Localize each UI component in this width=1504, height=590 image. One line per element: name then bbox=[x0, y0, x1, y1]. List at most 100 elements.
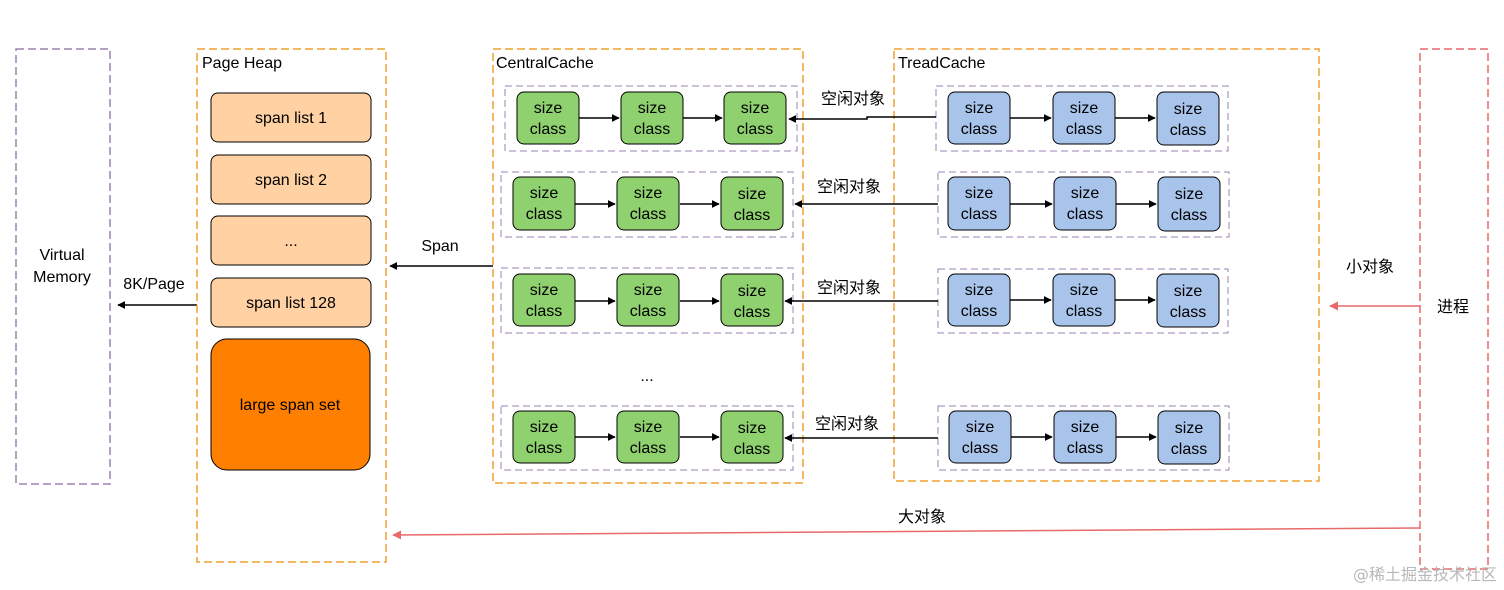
svg-text:size: size bbox=[530, 419, 559, 436]
svg-text:size: size bbox=[965, 282, 994, 299]
size-class-box: size class bbox=[616, 273, 680, 327]
svg-text:class: class bbox=[630, 206, 666, 223]
svg-text:class: class bbox=[734, 441, 770, 458]
span-list-label: span list 2 bbox=[255, 172, 327, 189]
central-cache-title: CentralCache bbox=[496, 55, 594, 72]
span-label: Span bbox=[421, 238, 458, 255]
svg-text:size: size bbox=[741, 100, 770, 117]
size-class-box: size class bbox=[947, 176, 1011, 231]
thread-cache-box: TreadCache bbox=[893, 48, 1320, 482]
svg-text:size: size bbox=[966, 419, 995, 436]
svg-text:size: size bbox=[1174, 283, 1203, 300]
watermark: @稀土掘金技术社区 bbox=[1353, 565, 1497, 584]
large-span-set-label: large span set bbox=[240, 397, 341, 414]
svg-text:size: size bbox=[634, 419, 663, 436]
thread-size-class-row: size class size class size class bbox=[935, 85, 1229, 152]
span-list-item: span list 128 bbox=[210, 277, 372, 328]
svg-text:size: size bbox=[1070, 282, 1099, 299]
thread-size-class-row: size class size class size class bbox=[937, 405, 1230, 471]
svg-text:size: size bbox=[530, 185, 559, 202]
central-cache-ellipsis: ... bbox=[640, 368, 653, 385]
svg-text:size: size bbox=[738, 186, 767, 203]
size-class-box: size class bbox=[720, 273, 784, 327]
span-list-label: ... bbox=[284, 233, 297, 250]
svg-text:size: size bbox=[634, 282, 663, 299]
svg-text:class: class bbox=[737, 121, 773, 138]
large-object-arrow bbox=[392, 527, 1421, 540]
span-list-item: span list 2 bbox=[210, 154, 372, 205]
svg-text:size: size bbox=[738, 283, 767, 300]
size-class-box: size class bbox=[512, 176, 576, 231]
size-class-box: size class bbox=[616, 176, 680, 231]
svg-text:size: size bbox=[530, 282, 559, 299]
svg-text:class: class bbox=[961, 303, 997, 320]
size-class-box: size class bbox=[723, 91, 787, 145]
free-object-arrow: 空闲对象 bbox=[794, 178, 938, 208]
span-list-label: span list 128 bbox=[246, 295, 336, 312]
size-class-box: size class bbox=[616, 410, 680, 464]
svg-text:class: class bbox=[961, 121, 997, 138]
size-class-box: size class bbox=[1156, 273, 1220, 328]
size-class-box: size class bbox=[1156, 91, 1220, 146]
size-class-box: size class bbox=[1053, 176, 1117, 231]
size-class-box: size class bbox=[1157, 410, 1221, 465]
size-class-box: size class bbox=[512, 410, 576, 464]
central-size-class-row: size class size class size class bbox=[500, 267, 794, 334]
size-class-box: size class bbox=[1052, 273, 1116, 327]
svg-text:size: size bbox=[638, 100, 667, 117]
svg-text:class: class bbox=[630, 440, 666, 457]
virtual-memory-box: Virtual Memory bbox=[15, 48, 111, 485]
page-heap-title: Page Heap bbox=[202, 55, 282, 72]
svg-text:size: size bbox=[965, 100, 994, 117]
virtual-memory-label-1: Virtual bbox=[39, 247, 84, 264]
svg-text:class: class bbox=[734, 207, 770, 224]
thread-size-class-row: size class size class size class bbox=[937, 171, 1230, 238]
svg-text:class: class bbox=[1171, 441, 1207, 458]
size-class-box: size class bbox=[947, 273, 1011, 327]
thread-size-class-row: size class size class size class bbox=[937, 268, 1229, 334]
svg-text:class: class bbox=[526, 303, 562, 320]
central-size-class-row: size class size class size class bbox=[500, 405, 794, 471]
svg-text:class: class bbox=[1067, 440, 1103, 457]
size-class-box: size class bbox=[516, 91, 580, 145]
free-object-label: 空闲对象 bbox=[815, 415, 879, 433]
span-list-item: span list 1 bbox=[210, 92, 372, 143]
size-class-box: size class bbox=[620, 91, 684, 145]
svg-text:size: size bbox=[1175, 420, 1204, 437]
svg-text:class: class bbox=[734, 304, 770, 321]
svg-text:size: size bbox=[534, 100, 563, 117]
svg-text:class: class bbox=[1171, 207, 1207, 224]
large-object-label: 大对象 bbox=[898, 508, 946, 526]
svg-text:class: class bbox=[1067, 206, 1103, 223]
svg-text:class: class bbox=[526, 440, 562, 457]
size-class-box: size class bbox=[948, 410, 1012, 464]
free-object-label: 空闲对象 bbox=[817, 279, 881, 297]
size-class-box: size class bbox=[1053, 410, 1117, 464]
size-class-box: size class bbox=[1052, 91, 1116, 145]
svg-text:class: class bbox=[630, 303, 666, 320]
svg-text:size: size bbox=[738, 420, 767, 437]
size-class-box: size class bbox=[512, 273, 576, 327]
process-box: 进程 bbox=[1419, 48, 1489, 570]
size-class-box: size class bbox=[947, 91, 1011, 145]
svg-text:size: size bbox=[1174, 101, 1203, 118]
size-class-box: size class bbox=[720, 176, 784, 231]
size-class-box: size class bbox=[720, 410, 784, 464]
svg-text:size: size bbox=[1071, 419, 1100, 436]
svg-text:class: class bbox=[1170, 304, 1206, 321]
central-size-class-row: size class size class size class bbox=[504, 85, 798, 152]
free-object-arrow: 空闲对象 bbox=[784, 415, 938, 442]
central-size-class-row: size class size class size class bbox=[500, 171, 794, 238]
page-heap-box: Page Heap span list 1 span list 2 ... sp… bbox=[196, 48, 387, 563]
free-object-label: 空闲对象 bbox=[817, 178, 881, 196]
svg-text:class: class bbox=[526, 206, 562, 223]
svg-text:class: class bbox=[1066, 121, 1102, 138]
size-class-box: size class bbox=[1157, 176, 1221, 232]
svg-text:class: class bbox=[530, 121, 566, 138]
virtual-memory-label-2: Memory bbox=[33, 269, 91, 286]
free-object-arrow: 空闲对象 bbox=[784, 279, 938, 305]
span-list-item: ... bbox=[210, 215, 372, 266]
svg-text:class: class bbox=[1066, 303, 1102, 320]
process-label: 进程 bbox=[1437, 298, 1469, 316]
